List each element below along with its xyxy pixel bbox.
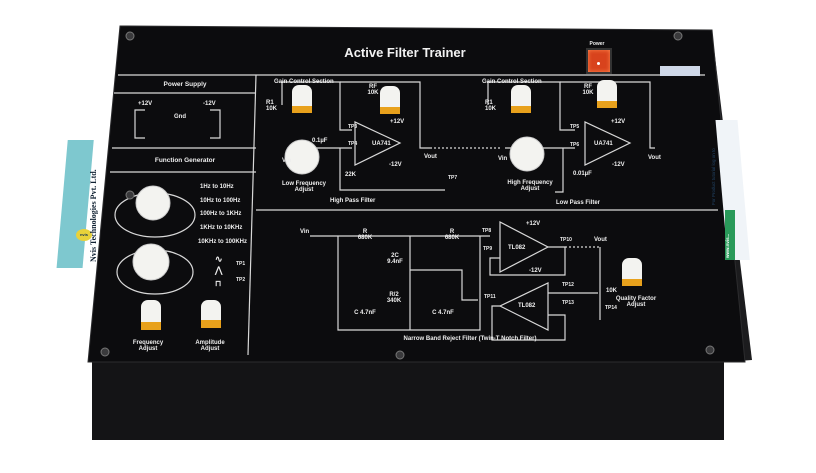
high-pass-filter-heading: High Pass Filter [330,198,376,204]
power-label: Power [589,41,605,47]
tp7-label: TP7 [448,175,458,181]
lpf-r1-label: R1 10K [485,100,497,112]
neg-12v-terminal-label: -12V [203,101,216,107]
hpf-cap-label: 0.1µF [312,138,328,144]
notch-opamp2-label: TL082 [518,303,536,309]
hpf-neg-supply: -12V [389,162,402,168]
notch-c-b-label: C 4.7nF [432,310,454,316]
notch-pot-label: 10K [606,288,618,294]
tp14-label: TP14 [605,305,617,311]
sine-wave-icon: ∿ [215,254,223,264]
pos-12v-terminal-label: +12V [138,101,153,107]
lpf-pos-supply: +12V [611,119,626,125]
notch-vin-label: Vin [300,229,310,235]
side-sticker [715,120,750,260]
hpf-pos-supply: +12V [390,119,405,125]
low-frequency-adjust-knob[interactable] [284,139,320,175]
hpf-r1-label: R1 10K [266,100,278,112]
tp12-label: TP12 [562,282,574,288]
lpf-opamp-label: UA741 [594,141,613,147]
logo-badge: nvis [79,232,89,237]
triangle-wave-icon: ⋀ [215,265,223,275]
notch-c-a-label: C 4.7nF [354,310,376,316]
lpf-vout-label: Vout [648,155,661,161]
range-1[interactable]: 1Hz to 10Hz [200,184,234,190]
notch-r2-label: R/2 340K [386,292,402,304]
tp5-label: TP5 [570,124,580,130]
amplitude-adjust-label: Amplitude Adjust [195,340,225,352]
notch-filter-heading: Narrow Band Reject Filter (Twin-T Notch … [403,336,537,342]
range-selector-knob[interactable] [135,185,171,221]
high-frequency-adjust-knob[interactable] [509,136,545,172]
notch-pos-supply: +12V [526,221,541,227]
tp1-label: TP1 [236,261,246,267]
range-4[interactable]: 1KHz to 10KHz [200,225,243,231]
range-2[interactable]: 10Hz to 100Hz [200,198,241,204]
hpf-gain-section-label: Gain Control Section [274,79,334,85]
notch-neg-supply: -12V [529,268,542,274]
notch-2c-label: 2C 9.4nF [387,253,403,265]
power-supply-heading: Power Supply [163,81,207,88]
square-wave-icon: ⊓ [215,279,222,288]
high-frequency-adjust-label: High Frequency Adjust [507,180,553,192]
function-generator-heading: Function Generator [154,157,216,164]
lpf-rf-label: RF 10K [582,84,594,96]
hpf-rf-label: RF 10K [367,84,379,96]
front-panel [87,25,746,363]
quality-factor-adjust-label: Quality Factor Adjust [615,296,657,308]
lpf-vin-label: Vin [498,156,508,162]
notch-r-a-label: R 680K [357,229,373,241]
range-5[interactable]: 10KHz to 100KHz [198,239,248,245]
tp8-label: TP8 [482,228,492,234]
lpf-cap-label: 0.01µF [573,171,592,177]
low-pass-filter-heading: Low Pass Filter [556,200,601,206]
low-frequency-adjust-label: Low Frequency Adjust [281,181,326,193]
base-enclosure [92,350,724,440]
lpf-gain-section-label: Gain Control Section [482,79,542,85]
tp11-label: TP11 [484,294,496,300]
tp13-label: TP13 [562,300,574,306]
hpf-22k-label: 22K [345,172,357,178]
tp6-label: TP6 [570,142,580,148]
tp9-label: TP9 [483,246,493,252]
hpf-vin-label: Vin [282,158,292,164]
frequency-adjust-label: Frequency Adjust [132,340,164,352]
lpf-neg-supply: -12V [612,162,625,168]
range-3[interactable]: 100Hz to 1KHz [200,211,242,217]
panel-title: Active Filter Trainer [344,45,466,60]
logo-text: Nvis Technologies Pvt. Ltd. [89,169,98,262]
gnd-terminal-label: Gnd [174,114,186,120]
notch-r-b-label: R 680K [444,229,460,241]
tp2-label: TP2 [236,277,246,283]
tp3-label: TP3 [348,124,358,130]
tp10-label: TP10 [560,237,572,243]
side-label: For Product tutorial log on to [711,148,716,205]
knobs [132,80,642,330]
waveform-selector-knob[interactable] [132,243,170,281]
power-switch[interactable] [586,48,612,74]
side-url: www.nvis... [725,233,730,258]
tp4-label: TP4 [348,141,358,147]
notch-vout-label: Vout [594,237,607,243]
hpf-opamp-label: UA741 [372,141,391,147]
notch-opamp1-label: TL082 [508,245,526,251]
hpf-vout-label: Vout [424,154,437,160]
